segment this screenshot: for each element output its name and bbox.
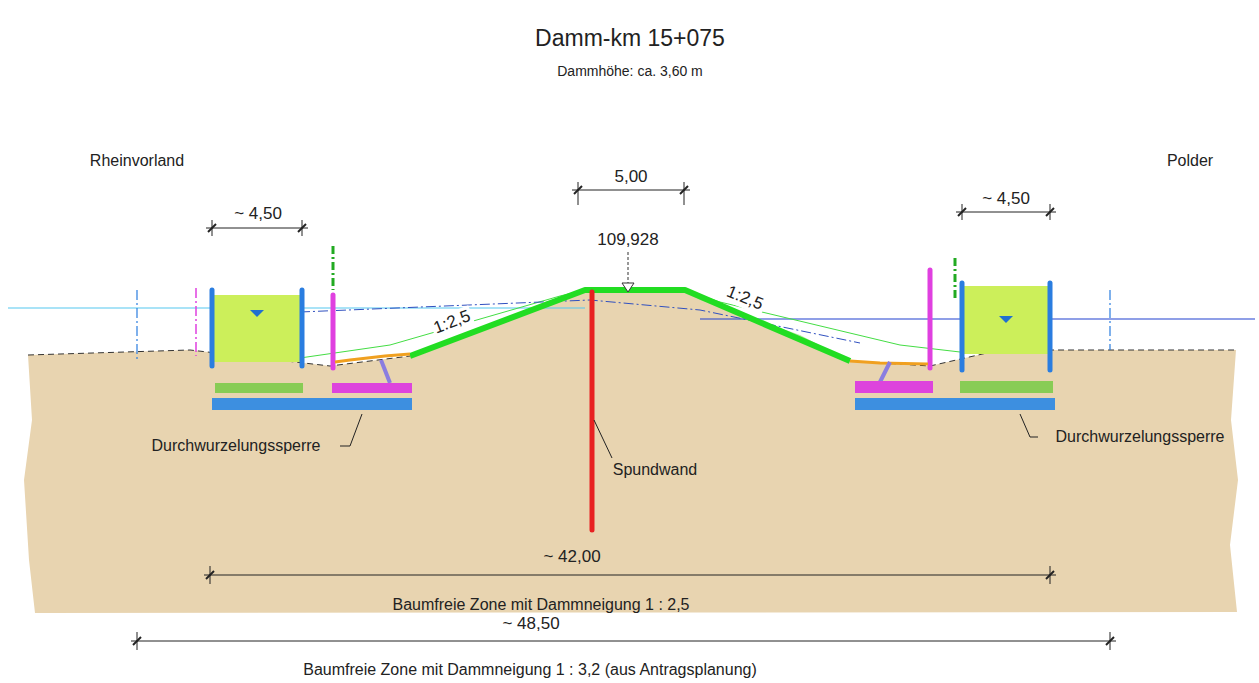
tree-zone: [213, 295, 301, 362]
limit-line: [331, 295, 336, 368]
title: Damm-km 15+075: [535, 25, 725, 51]
limit-line: [954, 258, 957, 300]
part-label: Durchwurzelungssperre: [1056, 428, 1225, 446]
side-label: Polder: [1167, 152, 1213, 170]
path-line: [335, 354, 410, 362]
water-marker: [250, 310, 264, 317]
root-barrier: [1048, 283, 1053, 370]
part-label: Spundwand: [613, 461, 698, 479]
root-barrier-bar: [855, 398, 1055, 410]
slope-ratio: 1:2,5: [722, 281, 768, 315]
drain: [880, 362, 890, 382]
axis-line: [195, 288, 197, 356]
dimension: ~ 4,50: [982, 189, 1030, 209]
dimension: ~ 48,50: [502, 614, 559, 634]
axis-line: [136, 290, 137, 360]
level-marker: [622, 283, 634, 292]
subtitle: Dammhöhe: ca. 3,60 m: [557, 63, 703, 79]
water-marker: [999, 316, 1013, 323]
bar: [960, 381, 1053, 393]
dam-surface: [410, 290, 850, 361]
bar: [332, 383, 412, 393]
limit-line: [332, 246, 335, 290]
seepage-line: [300, 300, 860, 343]
root-barrier: [960, 283, 965, 370]
tree-zone: [963, 286, 1050, 354]
dimension: ~ 4,50: [234, 204, 282, 224]
level-leader: [628, 252, 629, 283]
root-barrier-bar: [212, 398, 412, 410]
dimension: 5,00: [614, 167, 647, 187]
bar: [855, 381, 933, 393]
old-profile: [300, 290, 960, 358]
ground-line: [28, 350, 1236, 366]
bar: [215, 383, 303, 393]
ground: [24, 290, 1238, 613]
part-label: Durchwurzelungssperre: [152, 437, 321, 455]
root-barrier: [210, 290, 215, 366]
dimension: ~ 42,00: [543, 547, 600, 567]
dimension-lines: [131, 182, 1116, 650]
root-barrier: [300, 290, 305, 366]
elevation: 109,928: [597, 230, 658, 250]
limit-line: [928, 270, 933, 368]
slope-ratio: 1:2,5: [429, 305, 475, 338]
dimension-note: Baumfreie Zone mit Dammneigung 1 : 3,2 (…: [303, 661, 757, 679]
drain: [381, 360, 390, 383]
sheet-pile: [590, 292, 595, 530]
axis-line: [1109, 290, 1110, 350]
side-label: Rheinvorland: [90, 152, 184, 170]
dimension-note: Baumfreie Zone mit Dammneigung 1 : 2,5: [392, 596, 689, 614]
